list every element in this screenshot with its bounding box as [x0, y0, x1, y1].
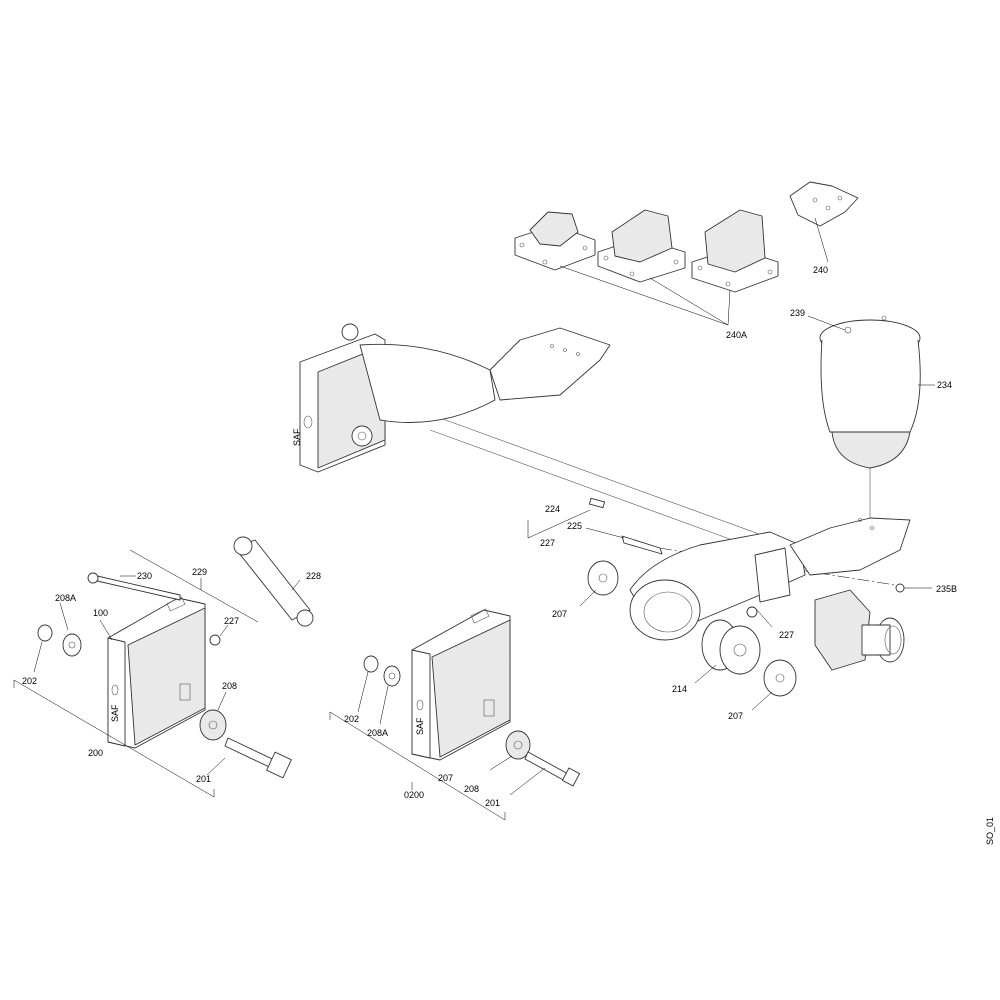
callout-201-left: 201 [196, 774, 211, 784]
callout-207-mid: 207 [438, 773, 453, 783]
callout-202-mid: 202 [344, 714, 359, 724]
axle-beam-edge [439, 417, 771, 539]
leader-239 [807, 315, 846, 331]
callout-202-left: 202 [22, 676, 37, 686]
hanger-bracket-100 [107, 596, 206, 749]
axle-beam [429, 429, 761, 551]
callout-227-axle: 227 [540, 538, 555, 548]
drawing-id: SO_01 [985, 817, 995, 845]
leader-208-left [217, 691, 227, 711]
leader-240 [814, 217, 829, 263]
nut-202-left [37, 624, 53, 642]
eccentric-washer-208-mid [505, 730, 531, 760]
leader-214 [694, 664, 717, 684]
leader-0200-box [329, 711, 506, 821]
leader-208A-left [59, 602, 69, 631]
callout-227-left: 227 [224, 616, 239, 626]
bolt-201-mid [524, 751, 571, 783]
leader-208A-mid [379, 685, 389, 725]
callout-207-top: 207 [552, 609, 567, 619]
washer-207-top [587, 560, 619, 596]
leader-208-mid [489, 755, 513, 771]
hanger-bracket-mid [411, 608, 511, 761]
leader-240A-a [559, 265, 729, 326]
leader-207-top [579, 589, 597, 607]
washer-207-bottom [763, 659, 797, 697]
leader-200-box [13, 679, 215, 798]
callout-214: 214 [672, 684, 687, 694]
washer-208A-left [62, 633, 82, 657]
brand-mark-left: SAF [110, 704, 120, 722]
leader-202-left [33, 641, 43, 673]
callout-207-bottom: 207 [728, 711, 743, 721]
brand-mark-upper: SAF [292, 428, 302, 446]
shock-absorber-228 [233, 536, 314, 627]
leader-229-box [129, 549, 259, 623]
callout-208A-left: 208A [55, 593, 76, 603]
eccentric-washer-208-left [199, 709, 227, 741]
leader-207-bottom [751, 691, 773, 711]
nut-227-hub [746, 606, 758, 618]
callout-230: 230 [137, 571, 152, 581]
callout-208A-mid: 208A [367, 728, 388, 738]
callout-229: 229 [192, 567, 207, 577]
shim-224 [589, 497, 605, 509]
leader-227-hub [756, 609, 773, 628]
brand-mark-mid: SAF [415, 717, 425, 735]
leader-240A-c [727, 289, 731, 326]
wheel-hub [814, 589, 905, 671]
callout-0200: 0200 [404, 790, 424, 800]
leader-100 [99, 619, 113, 641]
leader-224-227 [527, 509, 591, 539]
callout-200: 200 [88, 748, 103, 758]
callout-240: 240 [813, 265, 828, 275]
nut-235B [895, 583, 905, 593]
mounting-bracket-2 [597, 209, 686, 283]
callout-100: 100 [93, 608, 108, 618]
leader-228 [291, 579, 301, 591]
callout-208-left: 208 [222, 681, 237, 691]
callout-225: 225 [567, 521, 582, 531]
callout-201-mid: 201 [485, 798, 500, 808]
bolt-225 [621, 535, 663, 555]
nut-202-mid [363, 655, 379, 673]
callout-239: 239 [790, 308, 805, 318]
bushing-214 [701, 619, 761, 675]
leader-240A-b [649, 277, 729, 326]
leader-201-mid [509, 767, 546, 796]
leader-225 [585, 527, 625, 539]
mounting-bracket-3 [691, 209, 779, 293]
leader-202-mid [357, 671, 369, 713]
callout-235B: 235B [936, 584, 957, 594]
leader-201-left [206, 757, 226, 776]
upper-hanger-assembly [299, 323, 611, 473]
callout-240A: 240A [726, 330, 747, 340]
callout-208-mid: 208 [464, 784, 479, 794]
trailing-arm-right [629, 517, 911, 641]
top-plate [789, 181, 859, 227]
callout-227-hub: 227 [779, 630, 794, 640]
air-spring [819, 315, 921, 520]
mounting-bracket-1 [514, 211, 596, 271]
callout-228: 228 [306, 571, 321, 581]
callout-224: 224 [545, 504, 560, 514]
callout-234: 234 [937, 380, 952, 390]
nut-227-left [209, 634, 221, 646]
washer-208A-mid [383, 665, 401, 687]
leader-227-left [219, 624, 229, 637]
